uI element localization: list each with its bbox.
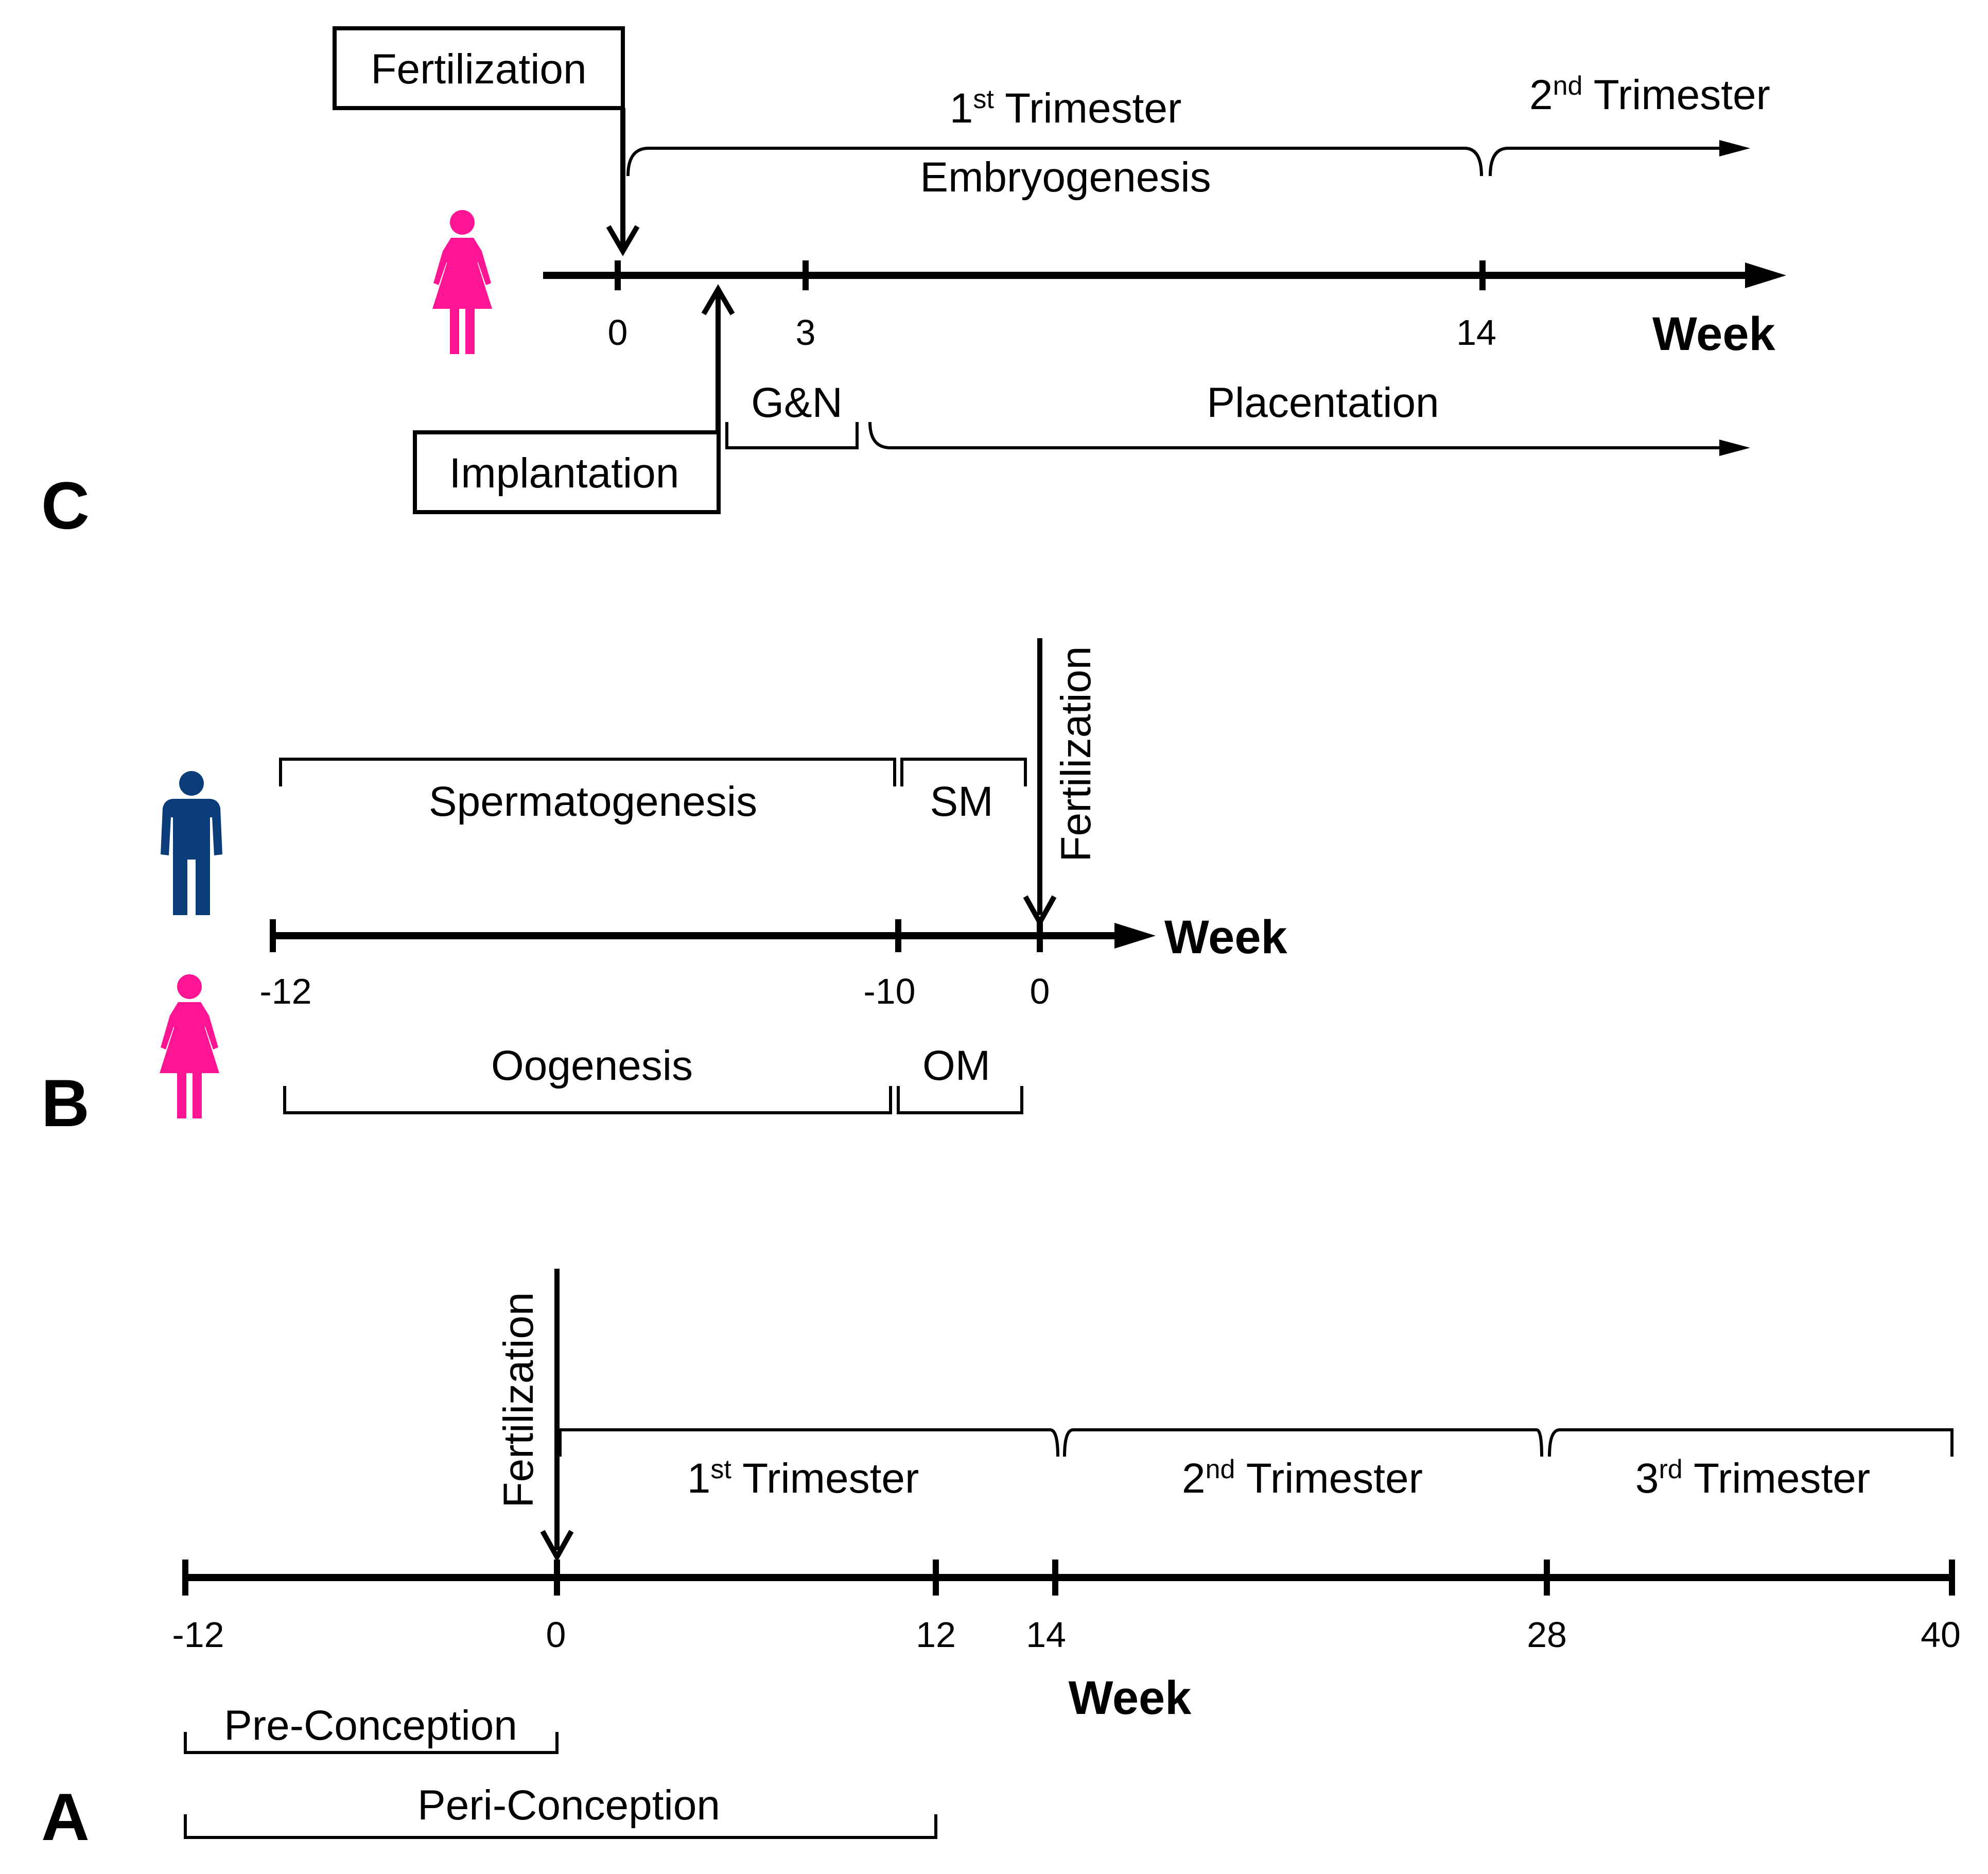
- panel-b: B Spermatogenesis SM -12 -10 0 Week Fert…: [41, 638, 1288, 1141]
- panel-c-implantation-label: Implantation: [449, 450, 679, 497]
- panel-c-letter: C: [41, 468, 90, 543]
- panel-a-fertilization-label: Fertilization: [495, 1292, 542, 1508]
- panel-b-om-bracket: [897, 1086, 1023, 1114]
- panel-c-embryogenesis-bracket: [626, 147, 1483, 177]
- panel-c-fertilization-label: Fertilization: [371, 46, 586, 93]
- panel-b-sm-bracket: [900, 758, 1027, 786]
- panel-c-embryogenesis-label: Embryogenesis: [920, 154, 1211, 201]
- panel-b-tick-label: -12: [259, 971, 311, 1011]
- panel-b-sm-label: SM: [930, 778, 993, 825]
- panel-c-second-trimester-label: 2nd Trimester: [1529, 71, 1770, 118]
- panel-a-pre-conception-bracket: [184, 1732, 559, 1754]
- panel-b-fertilization-arrowhead: [1023, 895, 1057, 928]
- panel-c-gn-label: G&N: [751, 379, 843, 426]
- panel-a-letter: A: [41, 1779, 90, 1854]
- panel-b-axis-label: Week: [1164, 911, 1288, 964]
- panel-a-axis-label: Week: [1069, 1672, 1192, 1724]
- female-person-icon: [160, 974, 219, 1118]
- panel-c-tick-label: 3: [796, 312, 816, 353]
- male-person-icon: [161, 771, 222, 915]
- panel-b-oogenesis-label: Oogenesis: [491, 1042, 693, 1089]
- panel-a-tick-label: 40: [1921, 1615, 1961, 1655]
- panel-b-tick-label: -10: [863, 971, 915, 1011]
- panel-a-tick-label: 0: [546, 1615, 566, 1655]
- panel-b-spermatogenesis-label: Spermatogenesis: [429, 778, 757, 825]
- panel-c-tick-label: 0: [608, 312, 628, 353]
- panel-b-fertilization-label: Fertilization: [1053, 646, 1100, 862]
- panel-c-fertilization-arrowhead: [606, 225, 640, 256]
- panel-c-gn-bracket: [725, 422, 859, 449]
- panel-a-first-trimester-label: 1st Trimester: [687, 1455, 919, 1502]
- panel-c-tick-label: 14: [1456, 312, 1496, 353]
- panel-a-first-trimester-bracket: [559, 1428, 1059, 1457]
- panel-a-peri-conception-bracket: [184, 1814, 937, 1839]
- panel-c-implantation-box: [413, 430, 721, 514]
- panel-b-tick-label: 0: [1030, 971, 1050, 1011]
- panel-c-second-trimester-arrowhead: [1719, 140, 1750, 156]
- panel-b-om-label: OM: [922, 1042, 990, 1089]
- panel-a-tick-label: 12: [916, 1615, 956, 1655]
- panel-a-pre-conception-label: Pre-Conception: [224, 1702, 517, 1749]
- panel-c-axis-arrowhead: [1745, 262, 1786, 288]
- panel-a-peri-conception-label: Peri-Conception: [417, 1782, 720, 1829]
- female-person-icon: [432, 210, 492, 354]
- panel-a: A Fertilization 1st Trimester 2nd Trimes…: [41, 1269, 1961, 1854]
- panel-c-placentation-bracket: [868, 422, 1719, 449]
- panel-c: C 0 3 14 Week Fertilization Implantation…: [41, 26, 1786, 543]
- panel-a-third-trimester-label: 3rd Trimester: [1635, 1455, 1870, 1502]
- panel-c-placentation-label: Placentation: [1207, 379, 1439, 426]
- panel-b-spermatogenesis-bracket: [279, 758, 896, 786]
- panel-b-axis-arrowhead: [1114, 923, 1156, 949]
- panel-a-tick-label: 28: [1527, 1615, 1567, 1655]
- panel-c-fertilization-box: [333, 26, 625, 110]
- panel-c-first-trimester-label: 1st Trimester: [950, 84, 1182, 132]
- panel-c-second-trimester-bracket: [1489, 147, 1719, 177]
- panel-c-axis-label: Week: [1652, 308, 1776, 360]
- panel-a-third-trimester-bracket: [1548, 1428, 1954, 1457]
- panel-b-oogenesis-bracket: [283, 1086, 892, 1114]
- panel-b-letter: B: [41, 1065, 90, 1141]
- panel-a-tick-label: 14: [1026, 1615, 1066, 1655]
- panel-a-second-trimester-bracket: [1063, 1428, 1543, 1457]
- panel-a-second-trimester-label: 2nd Trimester: [1182, 1455, 1423, 1502]
- panel-c-implantation-arrowhead: [701, 284, 735, 316]
- panel-c-placentation-arrowhead: [1719, 440, 1750, 456]
- panel-a-tick-label: -12: [172, 1615, 224, 1655]
- panel-a-fertilization-arrowhead: [540, 1530, 574, 1563]
